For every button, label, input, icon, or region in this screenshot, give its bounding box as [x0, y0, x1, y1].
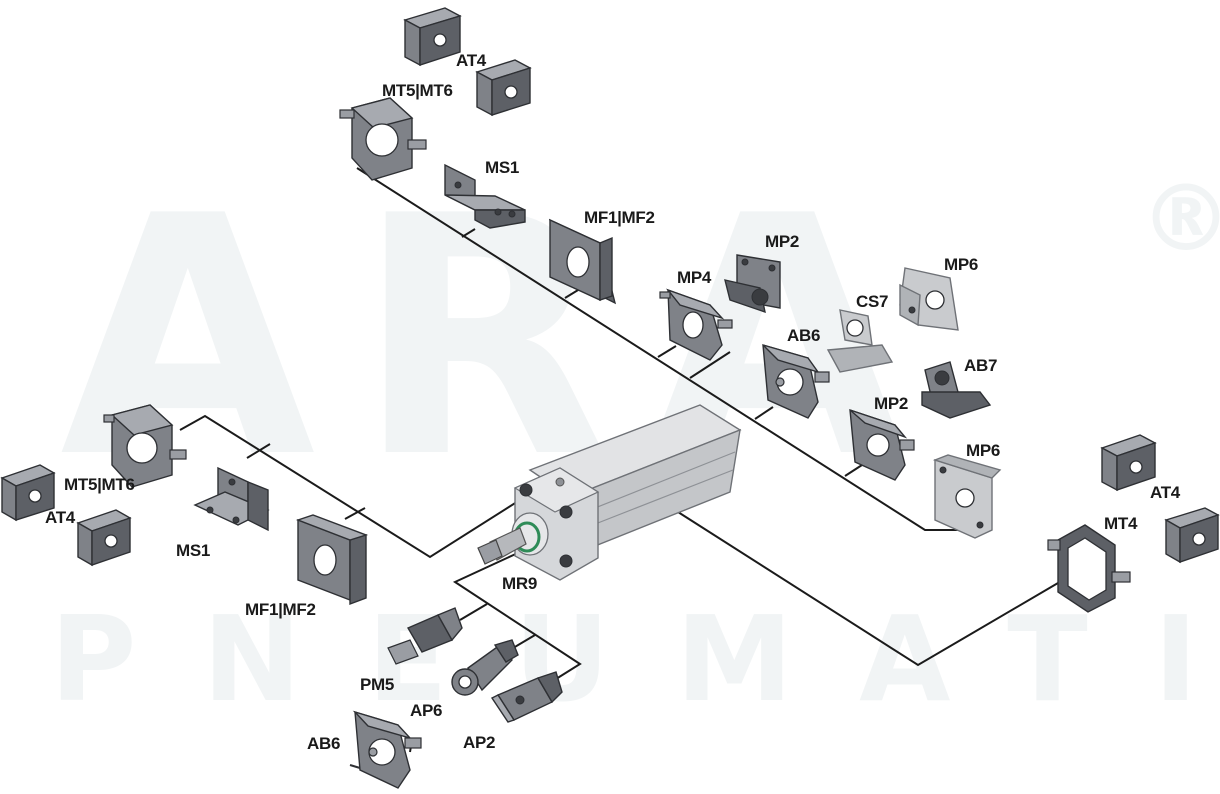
ap6-part [451, 639, 519, 696]
label-mt5-mt6-top: MT5|MT6 [382, 81, 453, 100]
mp6-top-part [899, 267, 959, 331]
mt4-part [1047, 524, 1131, 613]
label-ms1-top: MS1 [485, 158, 519, 177]
label-at4-top: AT4 [456, 51, 487, 70]
watermark-sub: PNEUMATIK [50, 590, 1220, 728]
rod-end-line [452, 551, 582, 685]
mp2-top-part [724, 254, 781, 314]
label-pm5: PM5 [360, 675, 394, 694]
ab6-top-part [762, 344, 830, 419]
mf1-mf2-left-part [295, 514, 369, 606]
tap-mp2-top [689, 351, 731, 379]
mp6-mid-part [932, 454, 1002, 539]
at4-left-upper-part [0, 464, 56, 522]
tap-ms1-top [461, 228, 476, 238]
label-mt5-mt6-left: MT5|MT6 [64, 475, 135, 494]
tap-mf-left [344, 507, 366, 520]
label-ms1-left: MS1 [176, 541, 210, 560]
pm5-part [387, 607, 463, 665]
right-trunk-line [677, 511, 1059, 667]
at4-top-lower-part [475, 59, 532, 117]
watermark-registered: ® [1140, 165, 1220, 272]
mt5-mt6-top-part [339, 97, 427, 181]
mp2-mid-part [849, 408, 915, 481]
tap-ab6-top [754, 406, 774, 420]
tap-mp2-mid [844, 464, 863, 477]
tap-pm5 [459, 603, 488, 621]
at4-top-upper-part [403, 7, 462, 67]
label-at4-left: AT4 [45, 508, 76, 527]
label-mf1-mf2-top: MF1|MF2 [584, 208, 655, 227]
tap-ms1-left [246, 443, 271, 459]
cs7-part [826, 309, 894, 373]
tap-mp4 [657, 345, 677, 358]
label-mp2-mid: MP2 [874, 394, 908, 413]
at4-right-upper-part [1100, 434, 1157, 492]
left-trunk-line [179, 414, 521, 559]
ap2-part [490, 671, 563, 723]
mt5-mt6-left-part [103, 404, 187, 488]
label-cs7: CS7 [856, 292, 888, 311]
label-mf1-mf2-bottom: MF1|MF2 [245, 600, 316, 619]
label-mp6-top: MP6 [944, 255, 978, 274]
label-mt4: MT4 [1104, 514, 1138, 533]
pneumatic-cylinder [477, 404, 742, 581]
ab6-bottom-part [349, 710, 422, 789]
label-mp4: MP4 [677, 268, 712, 287]
at4-right-lower-part [1164, 507, 1220, 564]
ms1-left-part [193, 466, 270, 532]
ms1-top-part [444, 163, 526, 229]
label-mp2-top: MP2 [765, 232, 799, 251]
label-ap6: AP6 [410, 701, 442, 720]
label-ab6-top: AB6 [787, 326, 820, 345]
mf1-mf2-top-part [548, 218, 617, 305]
ab7-part [921, 361, 992, 419]
at4-left-lower-part [76, 509, 132, 567]
label-mr9: MR9 [502, 574, 537, 593]
label-ab7: AB7 [964, 356, 997, 375]
label-at4-right: AT4 [1150, 483, 1181, 502]
label-mp6-mid: MP6 [966, 441, 1000, 460]
mp4-part [659, 288, 733, 361]
label-ap2: AP2 [463, 733, 495, 752]
label-ab6-bottom: AB6 [307, 734, 340, 753]
